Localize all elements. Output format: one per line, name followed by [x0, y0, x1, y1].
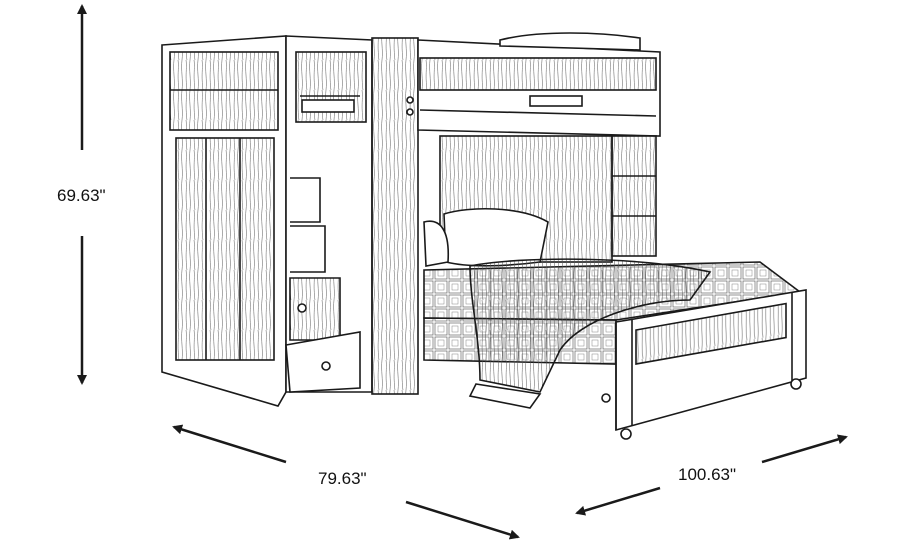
stair-wardrobe-unit: [161, 35, 419, 407]
depth-arrow: [172, 424, 520, 540]
loft-bunk: [417, 32, 661, 257]
depth-label: 79.63": [318, 469, 367, 488]
footboard: [601, 289, 807, 440]
width-label: 100.63": [678, 465, 737, 484]
width-arrow: [575, 434, 848, 516]
lower-bed-mattress: [423, 208, 803, 409]
height-label: 69.63": [57, 186, 106, 205]
